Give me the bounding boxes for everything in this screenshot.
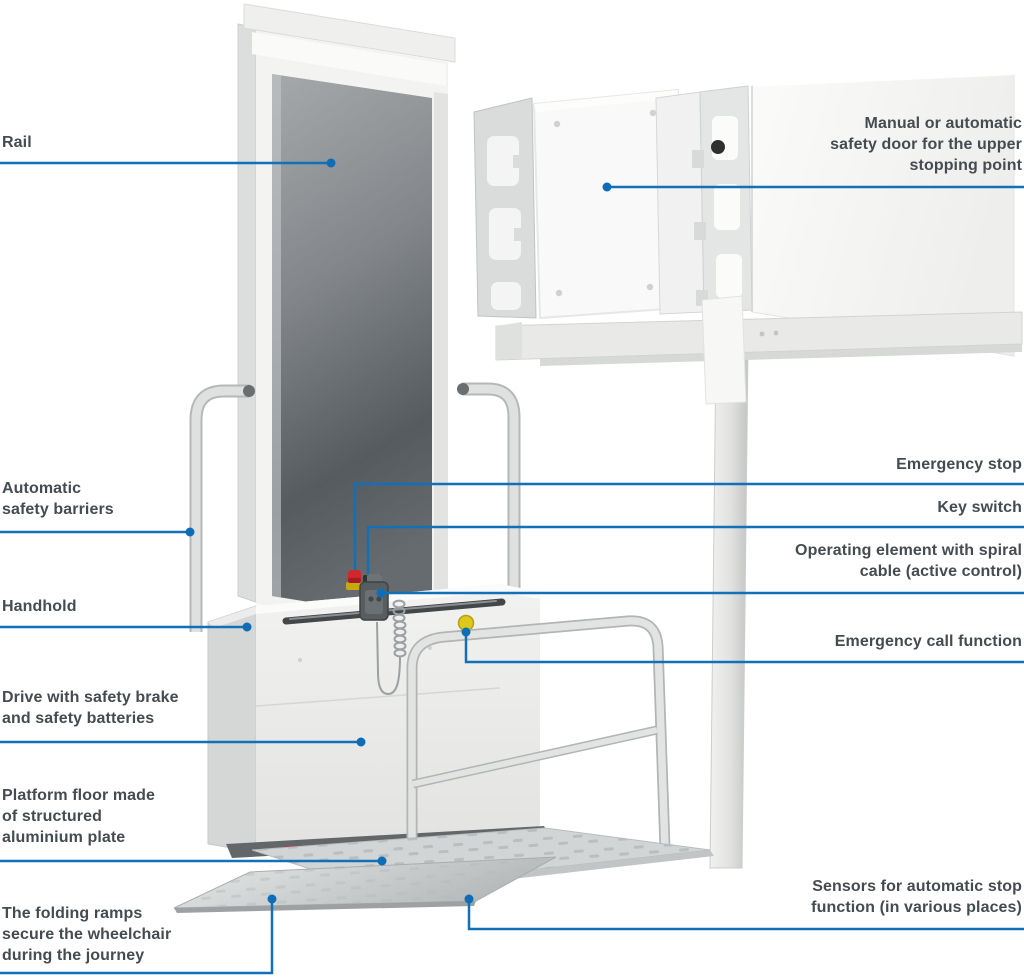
cabinet-side	[207, 605, 257, 853]
label-emergency-call: Emergency call function	[834, 633, 1022, 650]
spiral-cable	[376, 599, 407, 696]
callout-line-key-switch	[366, 525, 1024, 574]
upper-stopping-point	[473, 73, 1023, 869]
callout-dot-safety-barriers	[185, 527, 195, 537]
label-folding-ramps: The folding ramps secure the wheelchair …	[2, 905, 172, 964]
label-operating-element: Operating element with spiral cable (act…	[795, 542, 1022, 580]
callout-dot-emergency-call	[461, 627, 471, 637]
mast-panel	[272, 74, 432, 622]
support-beam	[495, 311, 1023, 366]
support-post	[709, 349, 749, 869]
label-platform-floor: Platform floor made of structured alumin…	[2, 787, 156, 846]
label-safety-barriers: Automatic safety barriers	[2, 480, 114, 518]
rail-mast	[237, 3, 456, 632]
callout-line-folding-ramps	[0, 902, 274, 975]
platform-cabinet	[207, 584, 552, 858]
label-upper-door: Manual or automatic safety door for the …	[830, 115, 1022, 174]
post-bracket	[701, 295, 747, 405]
mast-left-pillar	[237, 23, 257, 603]
mast-top-cap	[243, 3, 456, 63]
callout-line-sensors	[467, 902, 1024, 931]
label-key-switch: Key switch	[937, 499, 1022, 516]
callout-line-emergency-call	[464, 635, 1024, 664]
label-rail: Rail	[2, 134, 32, 151]
callout-line-emergency-stop	[353, 482, 1024, 570]
callout-dots	[185, 158, 612, 904]
safety-barrier-arms	[189, 382, 521, 632]
label-handhold: Handhold	[2, 598, 77, 615]
callout-dot-sensors	[464, 894, 474, 904]
door-knob	[711, 140, 725, 154]
label-drive: Drive with safety brake and safety batte…	[2, 689, 179, 727]
safety-door	[532, 88, 682, 320]
callout-lines	[0, 161, 1024, 975]
label-emergency-stop: Emergency stop	[896, 456, 1022, 473]
callout-dot-platform-floor	[377, 856, 387, 866]
platform-railing	[406, 615, 671, 858]
callout-dot-folding-ramps	[267, 894, 277, 904]
door-bracket-left	[473, 97, 537, 319]
label-sensors: Sensors for automatic stop function (in …	[811, 878, 1022, 916]
callout-dot-rail	[326, 158, 336, 168]
cabinet-front	[256, 584, 540, 852]
platform-controls	[346, 570, 475, 696]
callout-dot-operating-element	[376, 588, 386, 598]
callout-dot-handhold	[242, 622, 252, 632]
door-bracket-middle	[655, 85, 753, 315]
callout-dot-upper-door	[602, 182, 612, 192]
callout-dot-drive	[356, 737, 366, 747]
folding-ramp	[173, 856, 557, 913]
emergency-stop-base	[346, 582, 363, 590]
